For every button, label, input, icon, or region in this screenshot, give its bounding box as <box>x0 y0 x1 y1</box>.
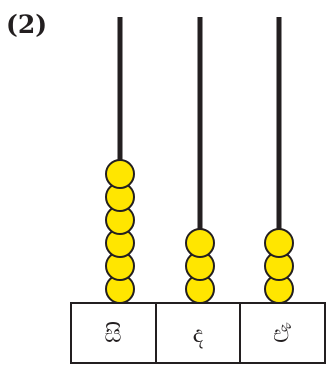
place-label-hundreds: සි <box>104 320 121 348</box>
place-label-tens: ද <box>193 320 204 349</box>
bead-hundreds <box>105 159 135 189</box>
abacus-base-frame <box>70 302 326 364</box>
question-number: (2) <box>6 10 47 39</box>
place-label-ones: ඒ <box>273 320 291 348</box>
bead-tens <box>185 228 215 258</box>
abacus-beads <box>105 159 294 304</box>
abacus-base: සි ද ඒ <box>70 302 326 364</box>
bead-ones <box>264 228 294 258</box>
